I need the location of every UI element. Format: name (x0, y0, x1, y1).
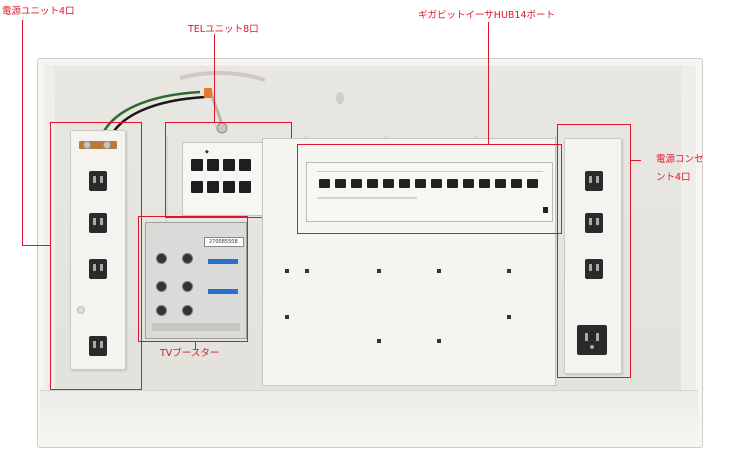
leader-tv (195, 342, 196, 350)
cabinet-rib (555, 136, 558, 246)
outlet (89, 213, 107, 233)
outlet-slot (596, 333, 599, 341)
outlet (585, 259, 603, 279)
tel-brand-mark: ◆ (205, 149, 209, 155)
mount-hole (285, 269, 289, 273)
cabinet-rib (165, 136, 168, 246)
ethernet-port (463, 179, 474, 188)
leader-tel (214, 34, 215, 122)
gigabit-hub (306, 162, 553, 222)
mount-hole (377, 269, 381, 273)
ethernet-port (495, 179, 506, 188)
tel-jack (191, 181, 203, 193)
tel-unit-panel: ◆ (182, 142, 266, 216)
ethernet-port (351, 179, 362, 188)
mount-hole (507, 269, 511, 273)
ground-pin (590, 345, 594, 349)
band-indicator (208, 259, 238, 264)
mount-hole (507, 315, 511, 319)
tel-jack (223, 181, 235, 193)
ethernet-port (399, 179, 410, 188)
leader-outlet (631, 160, 641, 161)
mount-hole (77, 306, 85, 314)
outlet-highlight (557, 124, 631, 378)
label-outlet-line1: 電源コンセ (656, 154, 704, 165)
outlet (89, 171, 107, 191)
screw-icon (83, 141, 91, 149)
left-power-strip (70, 130, 126, 370)
hub-highlight (297, 144, 562, 234)
outlet (89, 259, 107, 279)
ethernet-port (447, 179, 458, 188)
gain-knob (156, 281, 167, 292)
tv-booster-unit: 270085508 (145, 222, 247, 339)
outlet (585, 213, 603, 233)
ethernet-port (319, 179, 330, 188)
leader-power-left (22, 245, 50, 246)
gain-knob (156, 253, 167, 264)
tel-jack (191, 159, 203, 171)
label-tel-unit: TELユニット8口 (188, 24, 259, 35)
tv-serial-number: 270085508 (209, 239, 238, 245)
ethernet-port (511, 179, 522, 188)
label-power-unit: 電源ユニット4口 (2, 6, 75, 17)
hub-divider (317, 171, 543, 172)
tel-jack (207, 159, 219, 171)
hub-power-led (543, 207, 548, 213)
label-outlet-line2: ント4口 (656, 172, 691, 183)
leader-power-left (22, 20, 23, 246)
ethernet-port (527, 179, 538, 188)
mount-hole (305, 269, 309, 273)
serial-sticker: 270085508 (204, 237, 244, 247)
outlet-slot (585, 333, 588, 341)
grounded-outlet (577, 325, 607, 355)
hub-label-strip (317, 197, 417, 199)
label-tv-booster: TVブースター (160, 348, 220, 359)
tv-booster-highlight (138, 216, 248, 342)
leader-hub (488, 22, 489, 144)
mount-hole (285, 315, 289, 319)
gain-knob (182, 305, 193, 316)
ethernet-port (431, 179, 442, 188)
mount-hole (377, 339, 381, 343)
cabinet-bottom-lip (40, 390, 698, 443)
tel-jack (223, 159, 235, 171)
outlet (89, 336, 107, 356)
tel-jack (239, 159, 251, 171)
ethernet-port (335, 179, 346, 188)
outlet (585, 171, 603, 191)
mount-hole (437, 339, 441, 343)
screw-icon (103, 141, 111, 149)
right-power-strip (564, 138, 622, 374)
ethernet-port (415, 179, 426, 188)
gain-knob (182, 253, 193, 264)
ethernet-port (367, 179, 378, 188)
power-unit-highlight (50, 122, 142, 390)
gain-knob (182, 281, 193, 292)
booster-connector-row (152, 323, 240, 331)
gain-knob (156, 305, 167, 316)
ethernet-port (383, 179, 394, 188)
tel-jack (207, 181, 219, 193)
tel-jack (239, 181, 251, 193)
band-indicator (208, 289, 238, 294)
label-hub: ギガビットイーサHUB14ポート (418, 10, 556, 21)
ground-terminal (79, 141, 117, 149)
ethernet-port (479, 179, 490, 188)
mount-hole (437, 269, 441, 273)
